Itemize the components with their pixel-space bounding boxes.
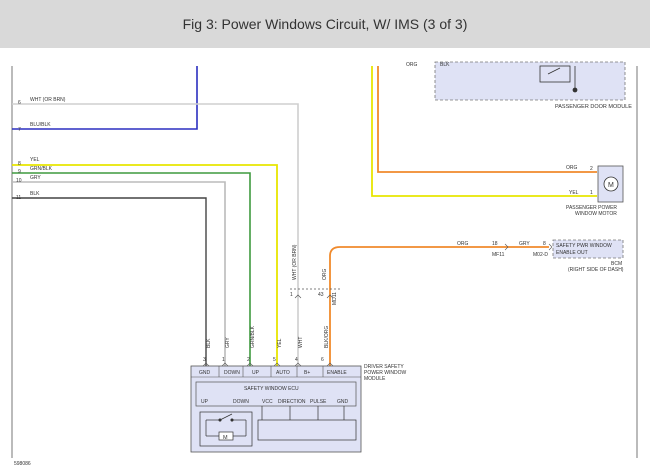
wire-grn-blk <box>12 172 251 366</box>
bcm-pin-18: 18 <box>492 241 498 247</box>
door-wire-blk-label: BLK <box>440 62 450 68</box>
terminal-wire-blk: BLK <box>206 338 212 348</box>
wire-blk <box>12 197 207 366</box>
terminal-wire-gry: GRY <box>225 337 231 348</box>
ecu-title: SAFETY WINDOW ECU <box>244 386 299 392</box>
terminal-name-gnd: GND <box>199 370 211 376</box>
ecu-signal-up: UP <box>201 399 209 405</box>
vertical-label-wht-or-brn: WHT (OR BRN) <box>292 244 298 280</box>
wire-label-blk: BLK <box>30 191 40 197</box>
terminal-name-bplus: B+ <box>304 370 310 376</box>
bcm-wire-gry-label: GRY <box>519 241 530 247</box>
pin-9: 9 <box>18 169 21 175</box>
bcm-conn-m02d: M02-D <box>533 252 548 258</box>
wire-org-enable <box>329 246 549 366</box>
left-wire-labels: 6 WHT (OR BRN) 7 BLU/BLK 8 YEL 9 GRN/BLK… <box>16 97 66 201</box>
ecu-box <box>195 381 357 407</box>
pin-10: 10 <box>16 178 22 184</box>
terminal-pin-5: 5 <box>273 357 276 363</box>
motor-label-line2: WINDOW MOTOR <box>575 211 617 217</box>
wire-yel <box>12 164 278 366</box>
terminal-wire-yel: YEL <box>277 338 283 348</box>
bcm-conn-mf11: MF11 <box>492 252 505 258</box>
terminal-wire-wht: WHT <box>298 337 304 348</box>
passenger-door-module-box <box>434 61 626 101</box>
ecu-signal-gnd: GND <box>337 399 349 405</box>
ecu-signal-down: DOWN <box>233 399 249 405</box>
wire-blu-blk <box>12 66 198 130</box>
bcm-label-line2: (RIGHT SIDE OF DASH) <box>568 267 624 273</box>
terminal-pin-6: 6 <box>321 357 324 363</box>
pin-7: 7 <box>18 127 21 133</box>
driver-module-label-line2: POWER WINDOW <box>364 370 406 376</box>
terminal-wire-blk-org: BLK/ORG <box>324 326 330 348</box>
bcm-box-line1: SAFETY PWR WINDOW <box>556 243 612 249</box>
wire-org-to-motor <box>377 66 597 173</box>
bcm-label-line1: BCM <box>611 261 622 267</box>
internal-motor-icon <box>218 431 234 441</box>
motor-symbol: M <box>608 182 614 189</box>
passenger-door-module-label: PASSENGER DOOR MODULE <box>555 104 632 110</box>
pin-6: 6 <box>18 100 21 106</box>
wire-wht-or-brn <box>12 103 299 298</box>
motor-icon <box>603 176 619 192</box>
pin-11: 11 <box>16 195 21 201</box>
terminal-connector-ticks <box>202 362 334 367</box>
driver-module-terminal-row <box>191 366 361 378</box>
figure-header: Fig 3: Power Windows Circuit, W/ IMS (3 … <box>0 0 650 48</box>
motor-label-line1: PASSENGER POWER <box>566 205 617 211</box>
bcm-pin-8: 8 <box>543 241 546 247</box>
terminal-name-auto: AUTO <box>276 370 290 376</box>
figure-title: Fig 3: Power Windows Circuit, W/ IMS (3 … <box>182 16 468 32</box>
bcm-box-line2: ENABLE OUT <box>556 250 588 256</box>
ecu-signal-direction: DIRECTION <box>278 399 306 405</box>
bcm-box <box>552 239 624 259</box>
door-wire-org-label: ORG <box>406 62 418 68</box>
internal-motor-symbol: M <box>223 435 228 441</box>
internal-switch-circuit <box>199 406 357 447</box>
figure-id: 598086 <box>14 461 31 467</box>
wire-yel-to-motor <box>371 66 597 197</box>
wire-label-blu-blk: BLU/BLK <box>30 122 51 128</box>
splice-connector-id: MD11 <box>332 292 338 305</box>
wiring-diagram: PASSENGER DOOR MODULE ORG BLK 6 WHT (OR … <box>11 61 638 467</box>
door-module-switch-icon <box>539 65 578 93</box>
wire-label-grn-blk: GRN/BLK <box>30 166 53 172</box>
wire-label-wht: WHT (OR BRN) <box>30 97 66 103</box>
motor-wire-yel-label: YEL <box>569 190 579 196</box>
motor-wire-org-label: ORG <box>566 165 578 171</box>
ecu-signal-pulse: PULSE <box>310 399 327 405</box>
motor-pin-2: 2 <box>590 166 593 172</box>
driver-module-terminal-names: GND DOWN UP AUTO B+ ENABLE <box>199 370 347 376</box>
terminal-pin-3: 3 <box>203 357 206 363</box>
driver-module-box <box>190 365 362 453</box>
terminal-name-enable: ENABLE <box>327 370 347 376</box>
wire-label-yel: YEL <box>30 157 40 163</box>
wire-gry <box>12 181 226 366</box>
terminal-pin-4: 4 <box>295 357 298 363</box>
motor-pin-1: 1 <box>590 190 593 196</box>
bcm-wire-org-label: ORG <box>457 241 469 247</box>
splice-connector <box>290 288 340 299</box>
ecu-signal-vcc: VCC <box>262 399 273 405</box>
driver-module-label-line3: MODULE <box>364 376 386 382</box>
terminal-pin-2: 2 <box>247 357 250 363</box>
ecu-signal-labels: UP DOWN VCC DIRECTION PULSE GND <box>201 399 349 405</box>
splice-pin-1: 1 <box>290 292 293 298</box>
terminal-name-down: DOWN <box>224 370 240 376</box>
splice-pin-43: 43 <box>318 292 324 298</box>
terminal-name-up: UP <box>252 370 260 376</box>
terminal-wire-grn-blk: GRN/BLK <box>250 325 256 348</box>
terminal-wire-labels: 3 BLK 1 GRY 2 GRN/BLK 5 YEL 4 WHT 6 BLK/… <box>203 325 330 363</box>
vertical-label-org: ORG <box>322 269 328 281</box>
terminal-pin-1: 1 <box>222 357 225 363</box>
driver-module-label-line1: DRIVER SAFETY <box>364 364 404 370</box>
wire-label-gry: GRY <box>30 175 41 181</box>
pin-8: 8 <box>18 161 21 167</box>
bcm-connector-marks <box>504 243 553 251</box>
